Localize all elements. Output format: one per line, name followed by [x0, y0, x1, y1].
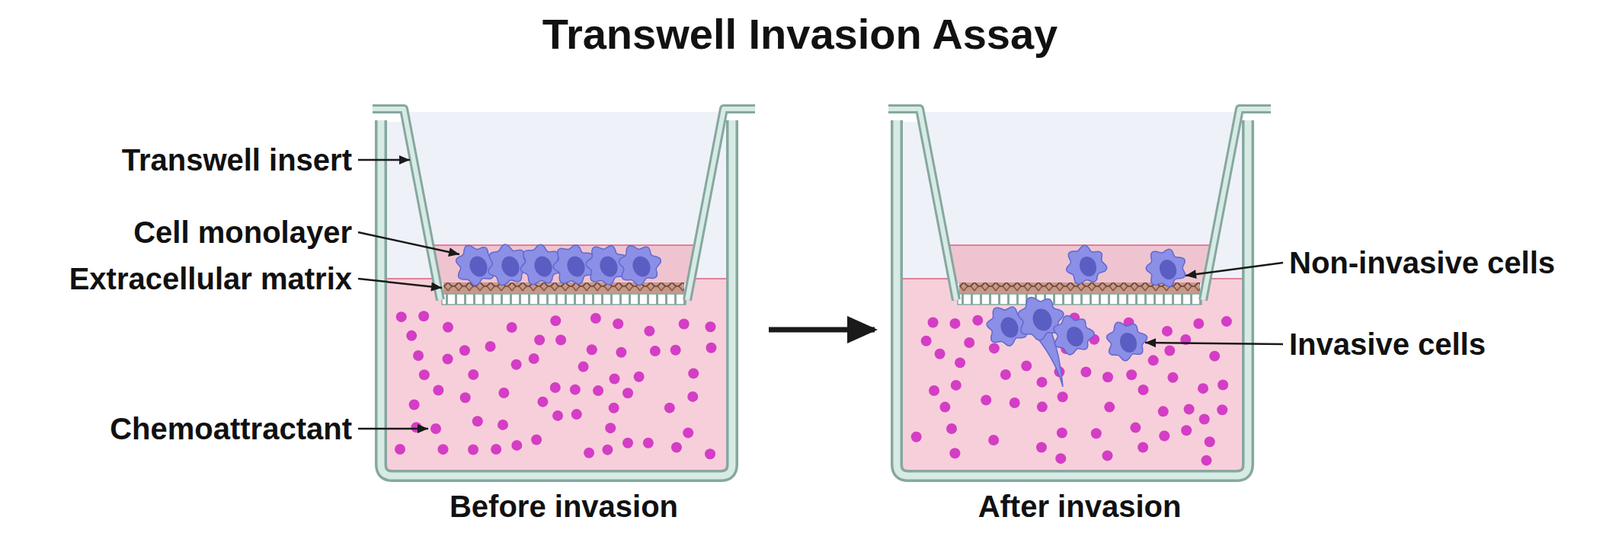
leader-arrowhead — [417, 424, 429, 434]
leader-line — [1185, 262, 1284, 276]
part-label: Chemoattractant — [109, 412, 352, 446]
extracellular-matrix — [443, 282, 685, 295]
leader-arrowhead — [430, 282, 442, 292]
transwell-well — [372, 108, 756, 477]
leader-arrowhead — [399, 155, 410, 165]
part-label: Invasive cells — [1289, 327, 1486, 362]
medium — [902, 278, 1242, 471]
cell — [1107, 322, 1148, 361]
leader-line — [358, 278, 442, 288]
title: Transwell Invasion Assay — [0, 10, 1600, 58]
cell — [618, 246, 661, 286]
insert-wall — [687, 108, 756, 301]
part-label: Non-invasive cells — [1289, 246, 1556, 280]
cell — [1053, 316, 1095, 356]
leader-line — [1145, 342, 1284, 345]
leader-arrowhead — [1185, 269, 1197, 279]
cell — [1145, 249, 1185, 287]
chemoattractant-dots — [911, 312, 1232, 466]
chemoattractant-dots — [394, 310, 717, 460]
porous-membrane — [957, 294, 1202, 305]
medium — [387, 278, 727, 471]
leader-arrowhead — [1145, 338, 1156, 348]
porous-membrane — [441, 294, 686, 305]
insert-wall — [888, 108, 957, 301]
well-caption: After invasion — [877, 489, 1282, 524]
leader-line — [358, 232, 460, 255]
process-arrow — [768, 327, 875, 333]
well-caption: Before invasion — [361, 489, 766, 524]
well-node: Before invasion — [361, 102, 766, 530]
well-node: After invasion — [877, 102, 1282, 530]
insert-wall — [372, 108, 441, 301]
part-label: Cell monolayer — [133, 215, 352, 250]
part-label: Transwell insert — [121, 143, 352, 177]
part-label: Extracellular matrix — [69, 262, 352, 296]
transwell-well — [888, 108, 1271, 477]
cell — [1066, 245, 1108, 285]
insert-medium — [946, 245, 1213, 284]
leader-arrowhead — [448, 247, 460, 257]
